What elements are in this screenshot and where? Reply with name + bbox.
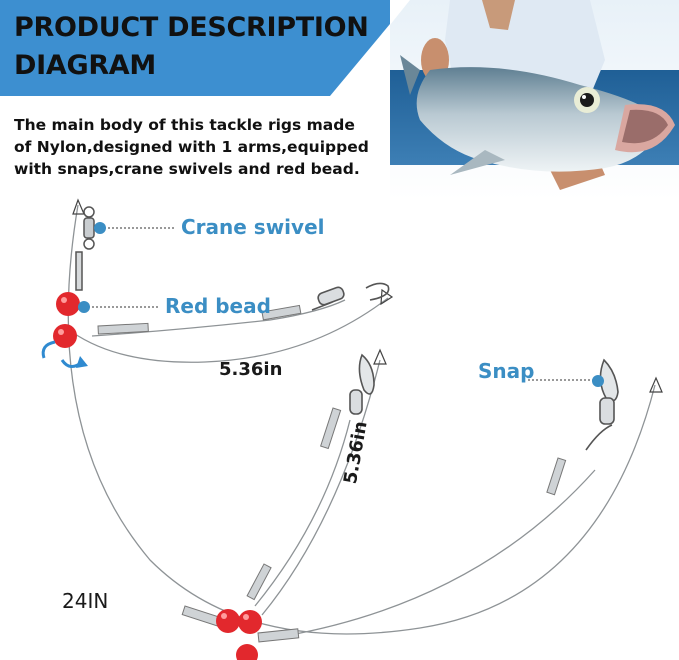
right-arm-line — [259, 469, 596, 641]
main-line — [67, 204, 656, 635]
fish-photo — [390, 0, 679, 200]
red-bead-label: Red bead — [165, 294, 271, 318]
top-arm-line — [71, 297, 389, 363]
product-description: The main body of this tackle rigs made o… — [14, 114, 384, 180]
callout-dot — [592, 375, 604, 387]
rotation-arrow-icon — [41, 340, 56, 359]
main-line-length: 24IN — [62, 589, 109, 613]
crane-swivel-label: Crane swivel — [181, 215, 325, 239]
description-line: with snaps,crane swivels and red bead. — [14, 160, 360, 178]
middle-arm-line — [261, 359, 381, 616]
top-arm-length: 5.36in — [219, 359, 283, 380]
middle-arm-inner — [254, 419, 351, 607]
page-title-line2: DIAGRAM — [14, 50, 156, 81]
callout-dot — [94, 222, 106, 234]
page-title-line1: PRODUCT DESCRIPTION — [14, 12, 369, 43]
snap-label: Snap — [478, 359, 535, 383]
top-arm-inner — [91, 299, 346, 337]
description-line: of Nylon,designed with 1 arms,equipped — [14, 138, 369, 156]
red-bead-bottom — [216, 609, 262, 660]
header-banner — [0, 0, 410, 96]
red-bead-top — [53, 292, 80, 348]
description-line: The main body of this tackle rigs made — [14, 116, 355, 134]
callout-dot — [78, 301, 90, 313]
crane-swivel — [75, 206, 95, 291]
